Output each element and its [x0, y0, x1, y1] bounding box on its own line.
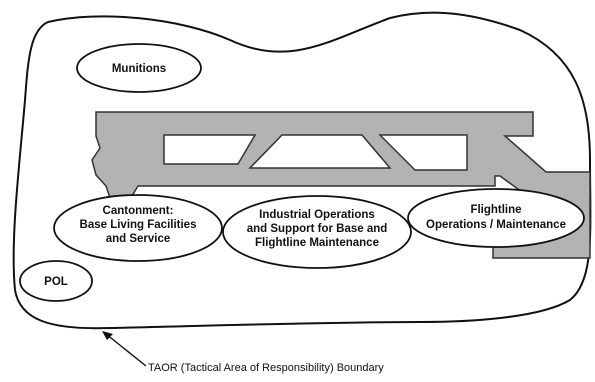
- boundary-arrow: [102, 331, 147, 367]
- flightline-label-line-1: Flightline: [470, 204, 521, 216]
- flightline-label-line-2: Operations / Maintenance: [426, 219, 566, 231]
- cantonment-label-line-3: and Service: [106, 233, 171, 245]
- industrial-label-line-3: Flightline Maintenance: [255, 237, 379, 249]
- munitions-zone: [76, 43, 202, 93]
- cantonment-label-line-2: Base Living Facilities: [80, 219, 197, 231]
- taor-boundary: [12, 11, 592, 330]
- industrial-zone: [222, 195, 412, 269]
- industrial-label-line-2: and Support for Base and: [247, 223, 388, 235]
- munitions-label: Munitions: [112, 63, 166, 75]
- boundary-caption: TAOR (Tactical Area of Responsibility) B…: [148, 362, 384, 374]
- pol-label: POL: [44, 276, 68, 288]
- runway-taxiway-structure: [91, 111, 591, 259]
- pol-zone: [19, 260, 93, 302]
- flightline-zone: [407, 188, 585, 248]
- cantonment-label-line-1: Cantonment:: [103, 205, 174, 217]
- industrial-label-line-1: Industrial Operations: [259, 209, 375, 221]
- cantonment-zone: [53, 194, 223, 262]
